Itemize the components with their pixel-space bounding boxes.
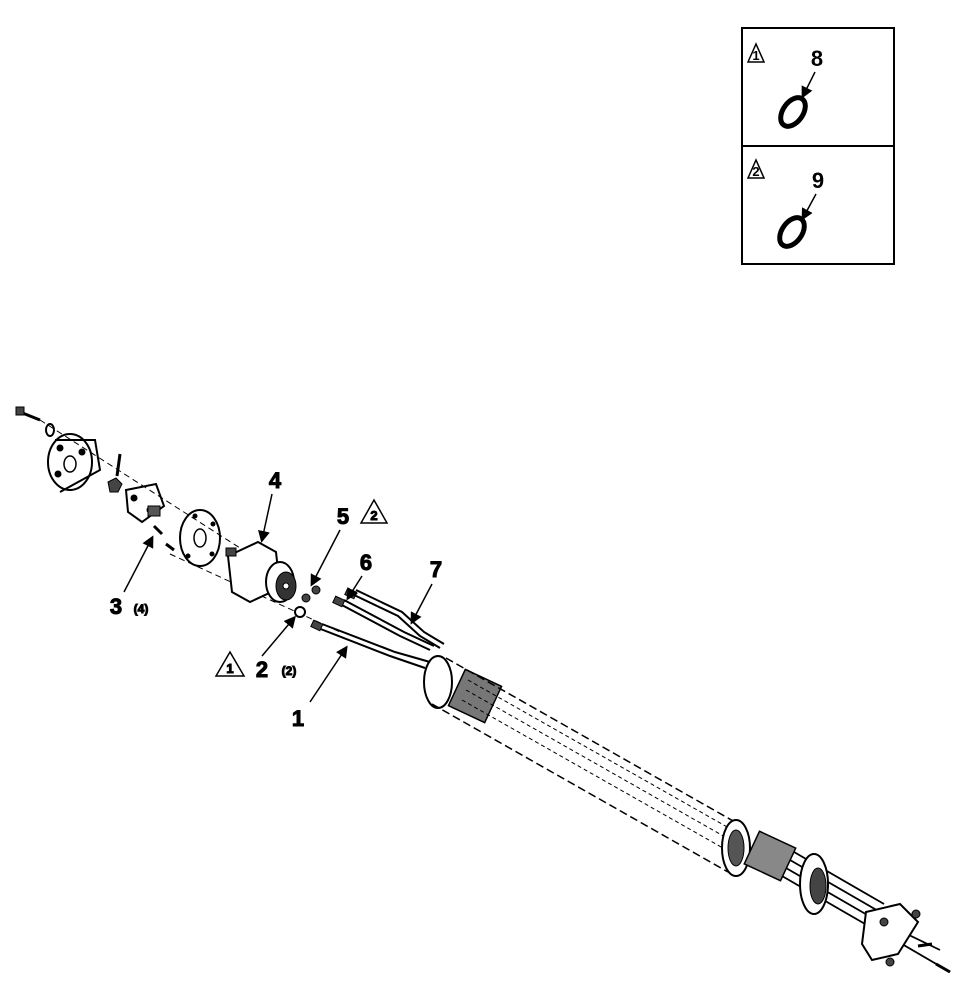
mounting-bracket <box>124 482 166 524</box>
flag-triangle-2: 2 <box>746 158 766 179</box>
flag-number: 2 <box>370 508 377 523</box>
end-bracket <box>860 902 951 974</box>
connector-housing <box>225 540 297 604</box>
flag-number: 2 <box>752 164 759 179</box>
sensor-tube <box>423 655 751 877</box>
inset-box: 1 8 2 9 <box>741 27 895 265</box>
nut <box>107 453 123 493</box>
o-ring-8 <box>778 95 808 129</box>
callout-2-qty: (2) <box>282 664 297 678</box>
inset-panel-2: 2 9 <box>746 158 824 249</box>
tubing <box>317 589 445 669</box>
flag-number: 1 <box>226 661 233 676</box>
callout-4: 4 <box>269 468 282 493</box>
fittings <box>294 585 321 618</box>
screws-item-3 <box>152 524 175 552</box>
flag-number: 1 <box>752 48 759 63</box>
callouts: 4 5 2 6 7 3 (4) 1 2 (2) 1 <box>109 468 442 732</box>
callout-5: 5 <box>337 504 349 529</box>
item-number-8: 8 <box>811 46 823 71</box>
inset-panel-1: 1 8 <box>746 42 823 129</box>
callout-3: 3 <box>110 594 122 619</box>
wire-bundle <box>743 830 951 973</box>
callout-6: 6 <box>360 550 372 575</box>
flag-triangle-1: 1 <box>214 650 246 677</box>
flange-plate <box>179 509 221 567</box>
main-assembly <box>15 406 951 974</box>
grommet <box>799 853 829 915</box>
end-flange <box>47 433 102 493</box>
item-number-9: 9 <box>812 168 824 193</box>
callout-2: 2 <box>256 657 268 682</box>
callout-7: 7 <box>430 557 442 582</box>
washer <box>45 423 55 437</box>
flag-triangle-1: 1 <box>746 42 766 63</box>
flag-triangle-2: 2 <box>359 498 389 524</box>
callout-1: 1 <box>292 706 304 731</box>
callout-3-qty: (4) <box>134 602 149 616</box>
o-ring-9 <box>777 215 807 249</box>
screw <box>15 406 41 422</box>
